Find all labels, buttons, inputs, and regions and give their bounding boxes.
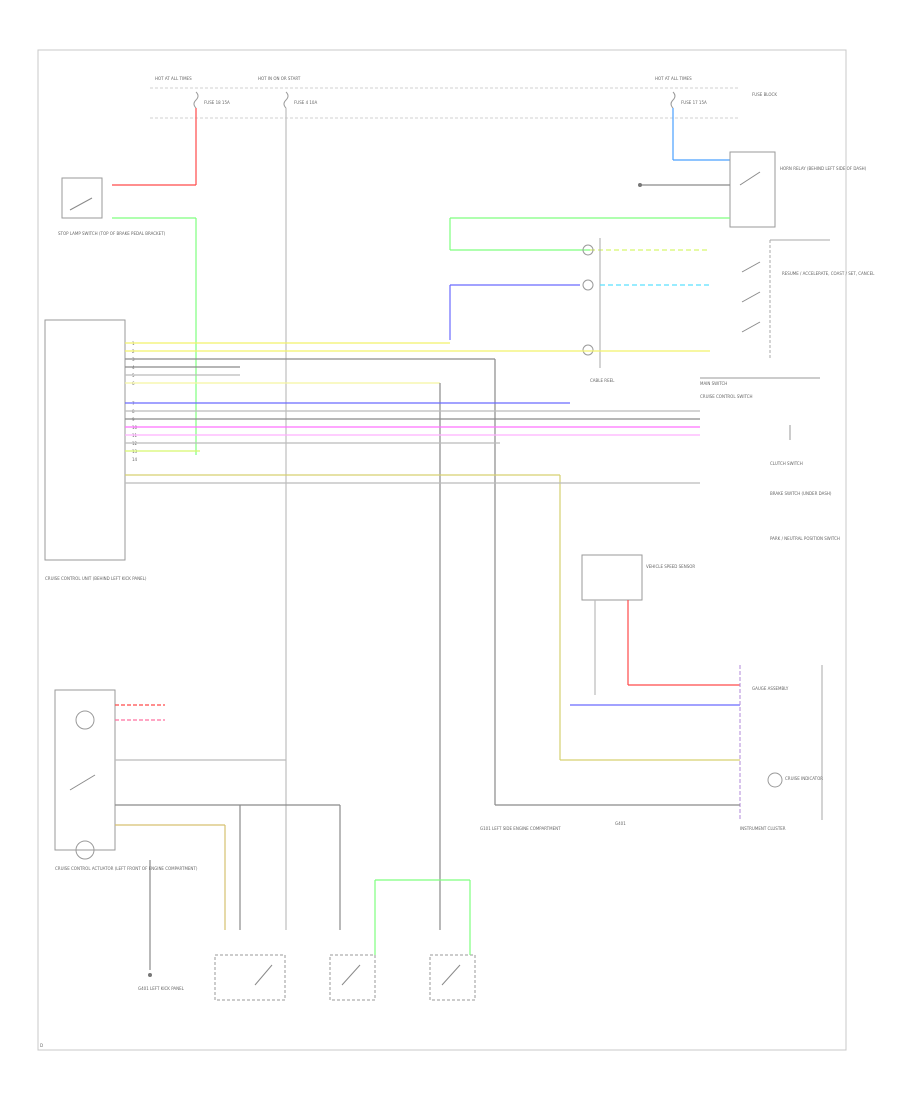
main-switch-label: MAIN SWITCH: [700, 381, 727, 386]
pin-14: 14: [132, 457, 138, 462]
cruise-control-unit-label: CRUISE CONTROL UNIT (BEHIND LEFT KICK PA…: [45, 576, 147, 581]
footer-code: D: [40, 1043, 43, 1048]
relay-contact: [739, 171, 761, 186]
pn-switch-box: [429, 954, 476, 1001]
cruise-indicator-label: CRUISE INDICATOR: [785, 776, 823, 781]
cruise-control-unit-box: [44, 319, 126, 561]
park-neutral-label: PARK / NEUTRAL POSITION SWITCH: [770, 536, 840, 541]
brake-switch-box: [214, 954, 286, 1001]
fuse-mid-icon: [283, 91, 289, 109]
bus-label-left: HOT AT ALL TIMES: [155, 76, 192, 81]
fuse-right-icon: [670, 91, 676, 109]
switch-set-contact: [741, 321, 761, 333]
brake-switch-label: BRAKE SWITCH (UNDER DASH): [770, 491, 832, 496]
vss-label: VEHICLE SPEED SENSOR: [646, 564, 695, 569]
vss-box: [581, 554, 643, 601]
bus-label-mid: HOT IN ON OR START: [258, 76, 301, 81]
cable-reel-connector-2-icon: [582, 279, 594, 291]
actuator-clutch-icon: [75, 840, 95, 860]
ground-right-label: G401: [615, 821, 626, 826]
gauge-assembly-label: GAUGE ASSEMBLY: [752, 686, 789, 691]
cruise-actuator-label: CRUISE CONTROL ACTUATOR (LEFT FRONT OF E…: [55, 866, 198, 871]
cruise-relay-label: HORN RELAY (BEHIND LEFT SIDE OF DASH): [780, 166, 867, 171]
cable-reel-connector-3-icon: [582, 344, 594, 356]
fuse-left-label: FUSE 18 15A: [204, 100, 230, 105]
horn-terminal-icon: [638, 183, 642, 187]
brake-switch-contact: [254, 964, 273, 986]
fuse-right-label: FUSE 17 15A: [681, 100, 707, 105]
cruise-indicator-icon: [767, 772, 783, 788]
pn-switch-contact: [441, 964, 461, 986]
cable-reel-connector-1-icon: [582, 244, 594, 256]
cable-reel-label: CABLE REEL: [590, 378, 615, 383]
set-resume-label: RESUME / ACCELERATE, COAST / SET, CANCEL: [782, 271, 875, 276]
instrument-cluster-label: INSTRUMENT CLUSTER: [740, 826, 786, 831]
fuse-left-icon: [193, 91, 199, 109]
ground-left-icon: [148, 973, 152, 977]
switch-resume-contact: [741, 261, 761, 273]
ground-mid-label: G101 LEFT SIDE ENGINE COMPARTMENT: [480, 826, 561, 831]
stop-lamp-switch-box: [61, 177, 103, 219]
switch-cancel-contact: [741, 291, 761, 303]
diagram-frame: [37, 49, 847, 1051]
stop-lamp-switch-contact: [69, 197, 93, 211]
actuator-switch-contact: [69, 774, 96, 791]
clutch-switch-label: CLUTCH SWITCH: [770, 461, 803, 466]
clutch-switch-box: [329, 954, 376, 1001]
fuse-box-label: FUSE BLOCK: [752, 92, 777, 97]
ground-left-label: G401 LEFT KICK PANEL: [138, 986, 185, 991]
steering-wheel-switch-label: CRUISE CONTROL SWITCH: [700, 394, 753, 399]
clutch-switch-contact: [341, 964, 361, 986]
fuse-mid-label: FUSE 4 10A: [294, 100, 317, 105]
bus-label-right: HOT AT ALL TIMES: [655, 76, 692, 81]
stop-lamp-switch-label: STOP LAMP SWITCH (TOP OF BRAKE PEDAL BRA…: [58, 231, 166, 236]
cruise-relay-box: [729, 151, 776, 228]
actuator-motor-icon: [75, 710, 95, 730]
cruise-actuator-box: [54, 689, 116, 851]
